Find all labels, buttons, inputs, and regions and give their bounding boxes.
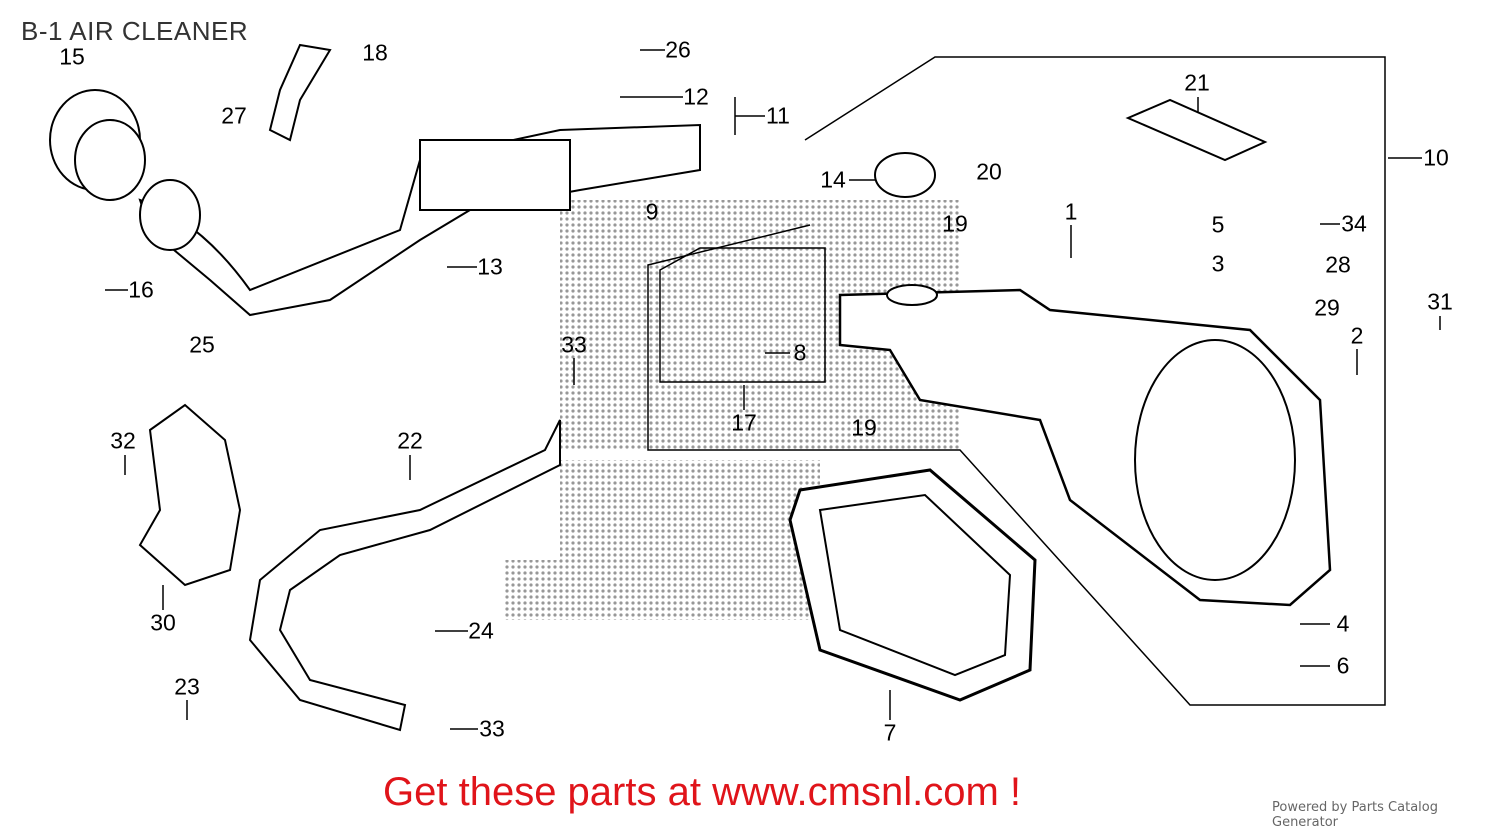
callout-15[interactable]: 15 (59, 43, 85, 70)
part-21-label (1125, 98, 1268, 162)
callout-14[interactable]: 14 (820, 166, 846, 193)
callout-1[interactable]: 1 (1064, 198, 1078, 225)
part-22-hose (248, 419, 561, 732)
callout-33b[interactable]: 33 (479, 715, 505, 742)
callout-6[interactable]: 6 (1336, 652, 1350, 679)
callout-18[interactable]: 18 (362, 39, 388, 66)
callout-22[interactable]: 22 (397, 427, 423, 454)
callout-34[interactable]: 34 (1341, 210, 1367, 237)
callout-24[interactable]: 24 (468, 617, 494, 644)
callout-23[interactable]: 23 (174, 673, 200, 700)
callout-27[interactable]: 27 (221, 102, 247, 129)
powered-by-text: Powered by Parts Catalog Generator (1272, 800, 1438, 830)
callout-11[interactable]: 11 (766, 102, 790, 129)
callout-19[interactable]: 19 (942, 210, 968, 237)
callout-9[interactable]: 9 (645, 198, 659, 225)
callout-29[interactable]: 29 (1314, 294, 1340, 321)
callout-20[interactable]: 20 (976, 158, 1002, 185)
assembly-outline (647, 56, 1386, 706)
part-housing (838, 284, 1332, 607)
callout-10[interactable]: 10 (1423, 144, 1449, 171)
callout-4[interactable]: 4 (1336, 610, 1350, 637)
part-15-intake-duct (49, 89, 146, 201)
callout-31[interactable]: 31 (1427, 288, 1453, 315)
part-main-intake-tube (138, 123, 701, 317)
part-30-bracket (138, 403, 242, 587)
callout-26[interactable]: 26 (665, 36, 691, 63)
callout-21[interactable]: 21 (1184, 69, 1210, 96)
page-title: B-1 AIR CLEANER (21, 16, 249, 46)
callout-16[interactable]: 16 (128, 276, 154, 303)
callout-25[interactable]: 25 (189, 331, 215, 358)
callout-33[interactable]: 33 (561, 331, 587, 358)
callout-30[interactable]: 30 (150, 609, 176, 636)
callout-7[interactable]: 7 (883, 719, 897, 746)
callout-2[interactable]: 2 (1350, 322, 1364, 349)
part-14-valve (874, 152, 936, 198)
callout-17[interactable]: 17 (731, 409, 757, 436)
subassembly-17-box (659, 247, 826, 383)
callout-5[interactable]: 5 (1211, 211, 1225, 238)
promo-link[interactable]: Get these parts at www.cmsnl.com ! (383, 770, 1021, 814)
callout-13[interactable]: 13 (477, 253, 503, 280)
part-filter-7 (788, 468, 1037, 702)
callout-8[interactable]: 8 (793, 339, 807, 366)
leader-lines (105, 49, 1441, 730)
callout-32[interactable]: 32 (110, 427, 136, 454)
callout-3[interactable]: 3 (1211, 250, 1225, 277)
callout-12[interactable]: 12 (683, 83, 709, 110)
callout-19b[interactable]: 19 (851, 414, 877, 441)
part-18-hose (268, 43, 332, 142)
callout-28[interactable]: 28 (1325, 251, 1351, 278)
